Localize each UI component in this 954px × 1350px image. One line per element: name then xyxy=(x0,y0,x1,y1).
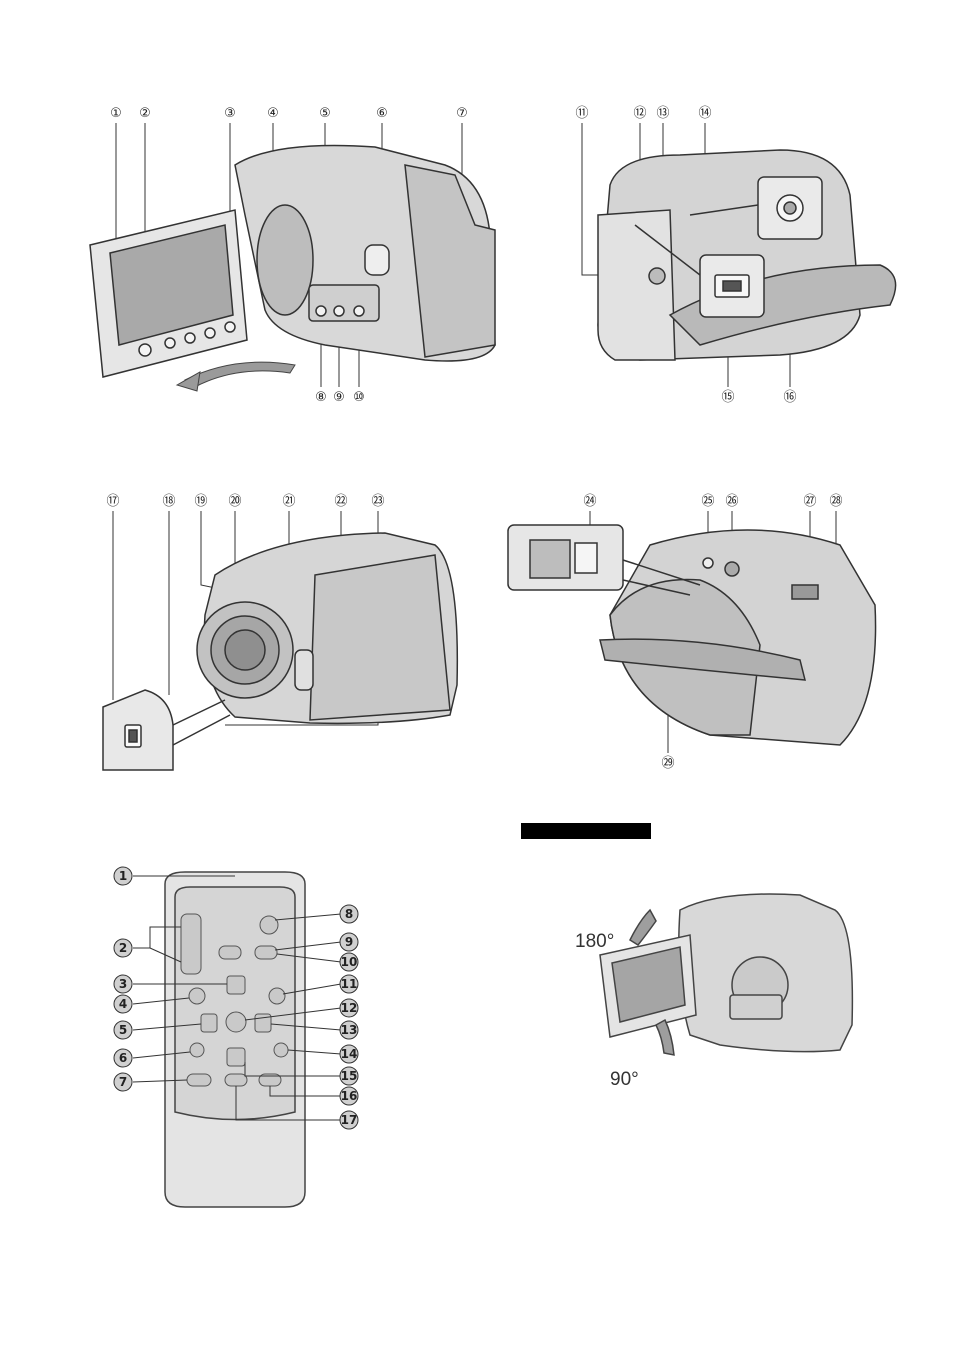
remote-callout-1: 1 xyxy=(119,869,127,883)
remote-callout-6: 6 xyxy=(119,1051,127,1065)
remote-callout-13: 13 xyxy=(341,1023,358,1037)
angle-90-label: 90° xyxy=(610,1069,639,1090)
callout-26: ㉖ xyxy=(725,494,738,509)
callout-14: ⑭ xyxy=(698,106,711,121)
callout-18: ⑱ xyxy=(162,494,175,509)
lens-view-diagram: ⑰ ⑱ ⑲ ⑳ ㉑ ㉒ ㉓ xyxy=(95,485,495,785)
bottom-view-panel: ㉔ ㉕ ㉖ ㉗ ㉘ ㉙ xyxy=(500,485,900,785)
remote-callout-2: 2 xyxy=(119,941,127,955)
angle-180-label: 180° xyxy=(575,931,614,952)
callout-10: ⑩ xyxy=(353,390,365,405)
lcd-monitor xyxy=(90,210,247,377)
remote-callout-9: 9 xyxy=(345,935,353,949)
callout-21: ㉑ xyxy=(282,494,295,509)
lcd-rotation-panel: 180° 90° xyxy=(570,885,870,1095)
callout-29: ㉙ xyxy=(661,756,674,771)
remote-callout-17: 17 xyxy=(341,1113,358,1127)
callout-5: ⑤ xyxy=(319,106,331,121)
callout-15: ⑮ xyxy=(721,390,734,405)
callout-12: ⑫ xyxy=(633,106,646,121)
lcd-rotation-diagram: 180° 90° xyxy=(570,885,870,1095)
remote-callout-7: 7 xyxy=(119,1075,127,1089)
camcorder-body-bottom xyxy=(600,530,876,745)
back-view-diagram: ⑪ ⑫ ⑬ ⑭ ⑮ ⑯ xyxy=(560,95,920,415)
callout-4: ④ xyxy=(267,106,279,121)
open-arrow-icon xyxy=(185,362,295,388)
camcorder-body-front xyxy=(197,533,457,723)
remote-button-8 xyxy=(260,916,278,934)
remote-callout-15: 15 xyxy=(341,1069,358,1083)
callout-25: ㉕ xyxy=(701,494,714,509)
remote-callout-16: 16 xyxy=(341,1089,358,1103)
remote-callout-10: 10 xyxy=(341,955,358,969)
front-view-diagram: ① ② ③ ④ ⑤ ⑥ ⑦ ⑧ ⑨ ⑩ xyxy=(75,95,515,415)
callout-22: ㉒ xyxy=(334,494,347,509)
callout-7: ⑦ xyxy=(456,106,468,121)
remote-callout-5: 5 xyxy=(119,1023,127,1037)
remote-callout-12: 12 xyxy=(341,1001,358,1015)
callout-2: ② xyxy=(139,106,151,121)
callout-9: ⑨ xyxy=(333,390,345,405)
remote-callout-11: 11 xyxy=(341,977,358,991)
callout-3: ③ xyxy=(224,106,236,121)
callout-24: ㉔ xyxy=(583,494,596,509)
callout-13: ⑬ xyxy=(656,106,669,121)
remote-control-diagram: 1 2 3 4 5 6 7 8 9 10 11 12 13 14 15 16 1… xyxy=(105,862,365,1212)
remote-callout-14: 14 xyxy=(341,1047,358,1061)
remote-callout-8: 8 xyxy=(345,907,353,921)
remote-callout-4: 4 xyxy=(119,997,127,1011)
lens-view-panel: ⑰ ⑱ ⑲ ⑳ ㉑ ㉒ ㉓ xyxy=(95,485,495,785)
zoom-buttons xyxy=(181,914,201,974)
callout-27: ㉗ xyxy=(803,494,816,509)
callout-1: ① xyxy=(110,106,122,121)
callout-11: ⑪ xyxy=(575,106,588,121)
camcorder-body-rotation xyxy=(679,894,853,1052)
callout-20: ⑳ xyxy=(228,494,241,509)
callout-28: ㉘ xyxy=(829,494,842,509)
callout-8: ⑧ xyxy=(315,390,327,405)
callout-19: ⑲ xyxy=(194,494,207,509)
back-view-panel: ⑪ ⑫ ⑬ ⑭ ⑮ ⑯ xyxy=(560,95,920,415)
callout-17: ⑰ xyxy=(106,494,119,509)
callout-6: ⑥ xyxy=(376,106,388,121)
callout-16: ⑯ xyxy=(783,390,796,405)
remote-control-panel: 1 2 3 4 5 6 7 8 9 10 11 12 13 14 15 16 1… xyxy=(105,862,365,1212)
remote-callout-3: 3 xyxy=(119,977,127,991)
inset-av-terminal xyxy=(103,690,230,770)
section-header-bar xyxy=(521,823,651,839)
front-view-panel: ① ② ③ ④ ⑤ ⑥ ⑦ ⑧ ⑨ ⑩ xyxy=(75,95,515,415)
bottom-view-diagram: ㉔ ㉕ ㉖ ㉗ ㉘ ㉙ xyxy=(500,485,900,785)
callout-23: ㉓ xyxy=(371,494,384,509)
camcorder-body xyxy=(235,145,495,361)
